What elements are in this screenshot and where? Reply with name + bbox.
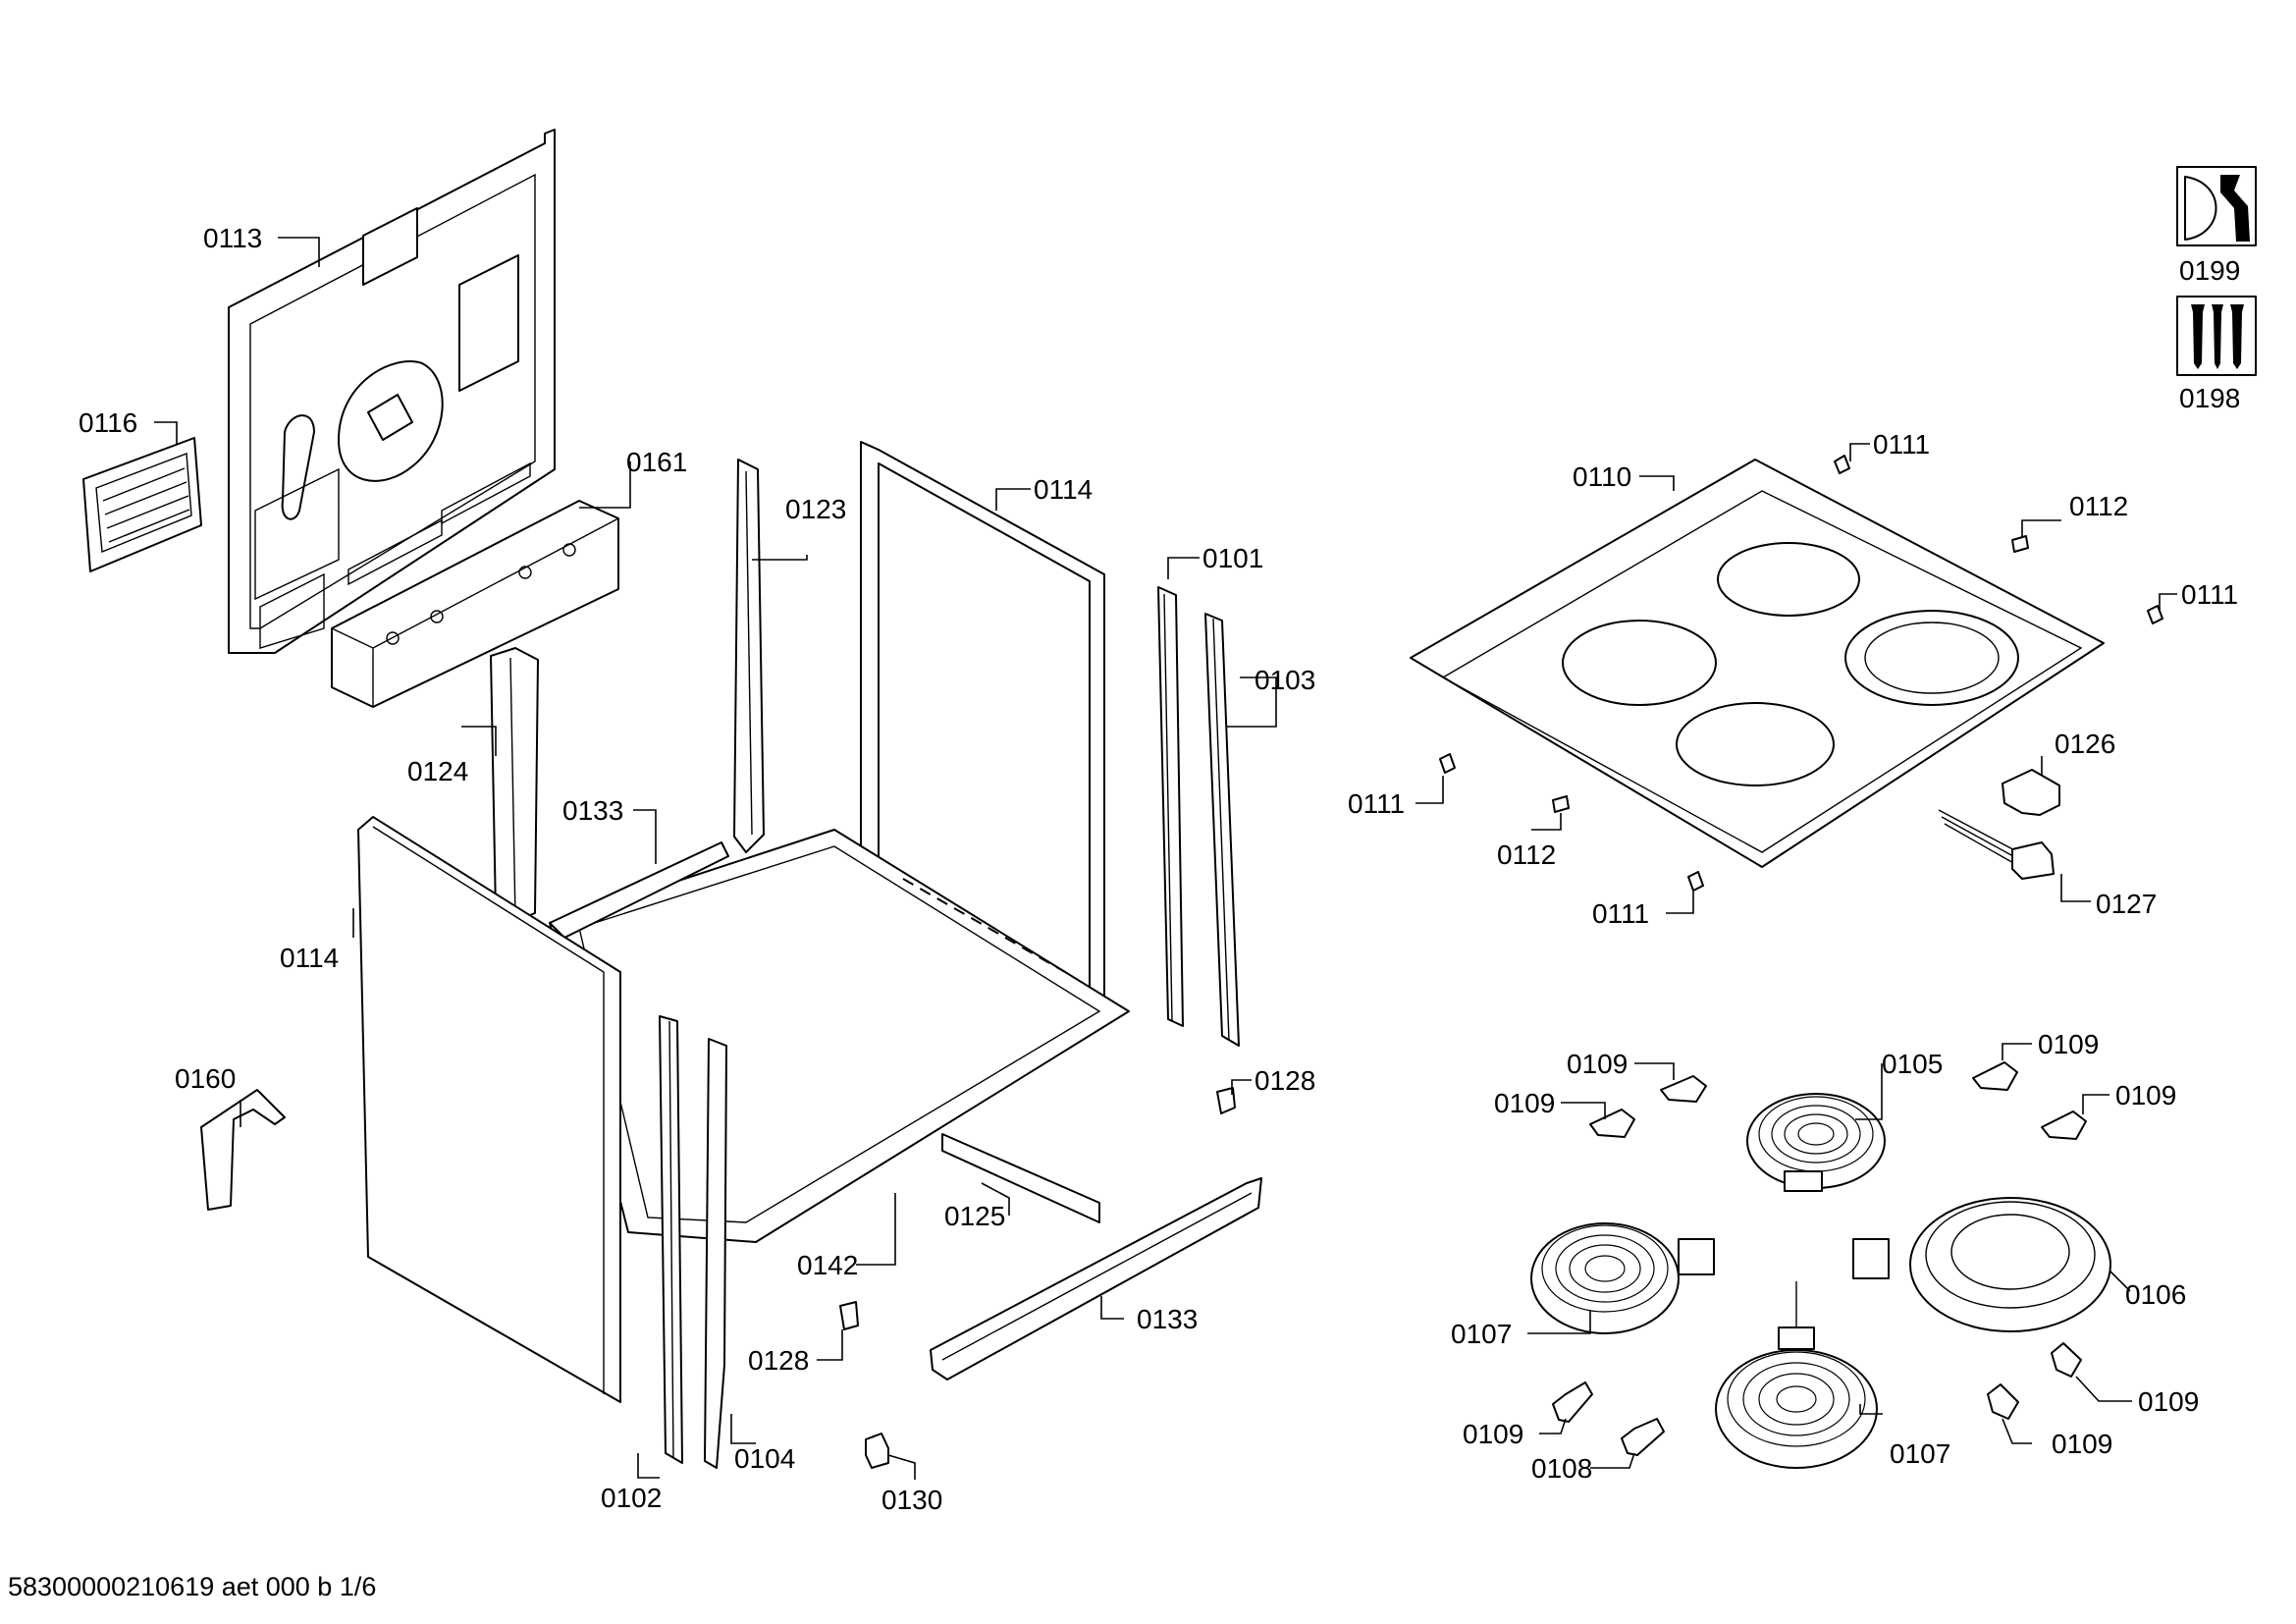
- label-0160: 0160: [175, 1063, 236, 1094]
- label-0101: 0101: [1202, 543, 1263, 573]
- label-0126: 0126: [2055, 729, 2115, 759]
- label-0108: 0108: [1531, 1453, 1592, 1484]
- label-0125: 0125: [944, 1201, 1005, 1231]
- leader-lines: [154, 237, 2177, 1480]
- screws-icon: [2176, 296, 2257, 376]
- label-0109-g: 0109: [1463, 1419, 1523, 1449]
- radiant-heater-3: [1530, 1222, 1715, 1334]
- label-0109-a: 0109: [1567, 1049, 1628, 1079]
- label-0199: 0199: [2179, 255, 2240, 286]
- label-0109-f: 0109: [2052, 1429, 2112, 1459]
- label-0114-rear: 0114: [1034, 474, 1093, 505]
- side-strut-front-right: [1157, 586, 1184, 1027]
- label-0103: 0103: [1255, 665, 1315, 695]
- radiant-heater-2: [1852, 1197, 2111, 1332]
- side-strut-front-left: [490, 647, 539, 924]
- label-0109-c: 0109: [1494, 1088, 1555, 1118]
- hob-clips: [1439, 455, 2163, 892]
- label-0142: 0142: [797, 1250, 858, 1280]
- label-0109-b: 0109: [2038, 1029, 2099, 1059]
- label-0112-b: 0112: [1497, 839, 1556, 870]
- terminal-box: [2002, 769, 2060, 816]
- side-panel-left: [357, 816, 621, 1403]
- label-0161: 0161: [626, 447, 687, 477]
- label-0113: 0113: [203, 223, 262, 253]
- label-0102: 0102: [601, 1483, 662, 1513]
- label-0133-bottom: 0133: [1137, 1304, 1198, 1334]
- angle-strip-right: [1204, 613, 1240, 1047]
- label-0109-d: 0109: [2115, 1080, 2176, 1110]
- label-0123: 0123: [785, 494, 846, 524]
- label-0105: 0105: [1882, 1049, 1943, 1079]
- cross-rail-lower: [941, 1133, 1100, 1223]
- clip-bottom: [839, 1301, 859, 1330]
- heater-brackets: [1552, 1061, 2087, 1456]
- label-0127: 0127: [2096, 889, 2157, 919]
- cable-harness: [1938, 809, 2055, 880]
- label-0124: 0124: [407, 756, 468, 786]
- label-0130: 0130: [881, 1485, 942, 1515]
- label-0111-b: 0111: [2181, 579, 2238, 610]
- control-panel-trim: [331, 500, 619, 708]
- radiant-heater-1: [1746, 1093, 1886, 1192]
- label-0133-upper: 0133: [562, 795, 623, 826]
- label-0198: 0198: [2179, 383, 2240, 413]
- label-0106: 0106: [2125, 1279, 2186, 1310]
- label-0107-a: 0107: [1451, 1319, 1512, 1349]
- angle-strip-left: [704, 1038, 727, 1469]
- label-0128-right: 0128: [1255, 1065, 1315, 1096]
- front-strut-left: [659, 1015, 683, 1464]
- clip-right: [1216, 1087, 1236, 1114]
- side-strut-rear: [733, 459, 765, 853]
- part-labels: 0113 0116 0161 0123 0114 0101 0103 0124 …: [79, 223, 2240, 1515]
- cross-rail-bottom: [930, 1177, 1262, 1380]
- adjustable-foot: [865, 1433, 889, 1469]
- label-0109-e: 0109: [2138, 1386, 2199, 1417]
- label-0111-a: 0111: [1873, 429, 1930, 460]
- label-0128-bottom: 0128: [748, 1345, 809, 1376]
- label-0111-c: 0111: [1348, 788, 1405, 819]
- label-0107-b: 0107: [1890, 1438, 1950, 1469]
- document-footer: 58300000210619 aet 000 b 1/6: [8, 1572, 376, 1601]
- ceramic-hob-top: [1410, 459, 2105, 868]
- label-0104: 0104: [734, 1443, 795, 1474]
- mounting-bracket: [200, 1089, 286, 1211]
- label-0114-left: 0114: [280, 943, 339, 973]
- back-panel: [228, 129, 556, 654]
- label-0110: 0110: [1573, 461, 1631, 492]
- vent-grille: [82, 437, 202, 572]
- label-0112-a: 0112: [2069, 491, 2128, 521]
- label-0111-d: 0111: [1592, 898, 1649, 929]
- radiant-heater-4: [1715, 1281, 1878, 1469]
- label-0116: 0116: [79, 407, 137, 438]
- wrench-icon: [2176, 166, 2257, 246]
